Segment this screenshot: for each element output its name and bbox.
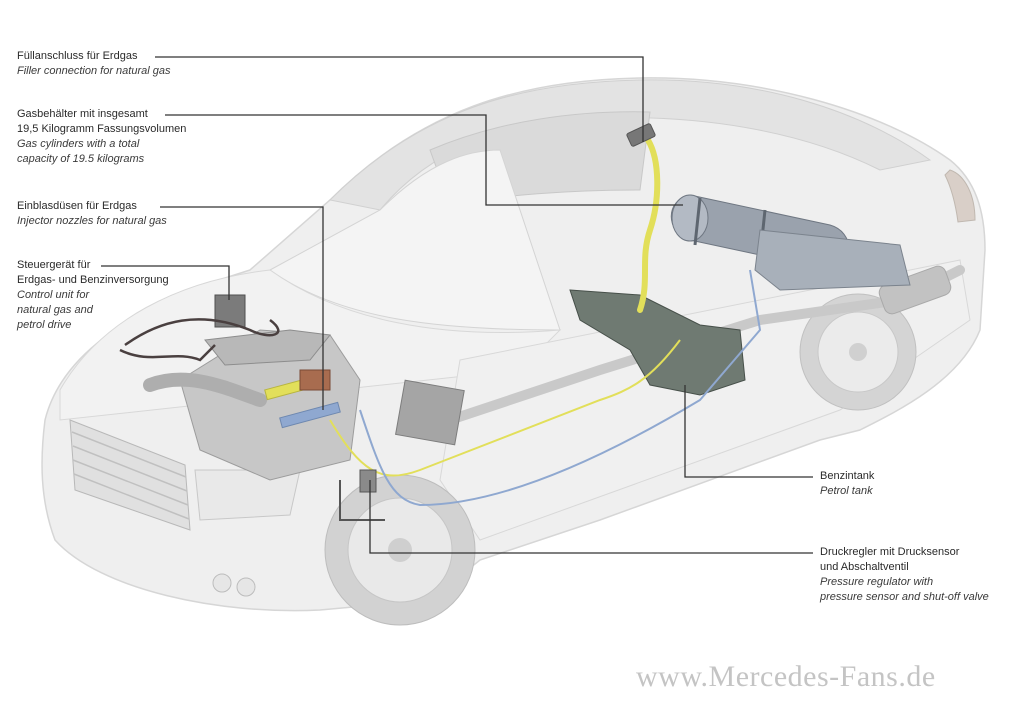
injector-rail-petrol: [279, 401, 341, 429]
fog-light-left: [212, 573, 232, 593]
gas-line: [329, 339, 681, 477]
label-control-de-1: Steuergerät für: [17, 259, 91, 271]
label-control-en-2: natural gas and: [17, 304, 93, 316]
petrol-line: [359, 269, 762, 507]
label-filler-de: Füllanschluss für Erdgas: [17, 50, 138, 62]
leader-filler: [155, 56, 644, 142]
air-box: [395, 379, 465, 446]
label-control-en-1: Control unit for: [17, 289, 90, 301]
label-petrol-tank: Benzintank Petrol tank: [820, 469, 874, 499]
fog-light-right: [236, 577, 256, 597]
rear-wheel: [799, 293, 917, 411]
label-pressure-regulator: Druckregler mit Drucksensor und Abschalt…: [820, 545, 989, 605]
leader-lines: [101, 56, 813, 554]
leader-pressure-regulator: [369, 480, 813, 554]
gas-cylinder: [670, 194, 911, 291]
windshield: [269, 149, 561, 331]
label-filler-en: Filler connection for natural gas: [17, 65, 171, 77]
muffler: [878, 265, 952, 315]
label-regulator-de-2: und Abschaltventil: [820, 561, 909, 573]
headlight: [194, 469, 301, 521]
label-petrol-de: Benzintank: [820, 470, 875, 482]
front-wheel: [324, 474, 476, 626]
grille: [69, 419, 191, 531]
intake-pipe: [143, 372, 267, 407]
leader-cylinders: [165, 114, 683, 206]
leader-injectors: [160, 206, 324, 410]
label-gas-cylinders: Gasbehälter mit insgesamt 19,5 Kilogramm…: [17, 107, 186, 167]
grille-slats: [71, 431, 190, 520]
label-cylinders-en-1: Gas cylinders with a total: [17, 138, 140, 150]
label-cylinders-en-2: capacity of 19.5 kilograms: [17, 153, 145, 165]
petrol-tank: [569, 289, 746, 396]
gas-cylinder-lower: [754, 229, 911, 291]
label-petrol-en: Petrol tank: [820, 485, 873, 497]
gas-filler-pipe: [637, 137, 661, 313]
label-injector-nozzles: Einblasdüsen für Erdgas Injector nozzles…: [17, 199, 167, 229]
label-control-unit: Steuergerät für Erdgas- und Benzinversor…: [17, 258, 169, 333]
label-cylinders-de-2: 19,5 Kilogramm Fassungsvolumen: [17, 123, 187, 135]
engine: [143, 329, 465, 481]
label-control-de-2: Erdgas- und Benzinversorgung: [17, 274, 169, 286]
leader-petrol-tank: [684, 385, 813, 478]
label-regulator-de-1: Druckregler mit Drucksensor: [820, 546, 960, 558]
watermark: www.Mercedes-Fans.de: [636, 660, 936, 693]
label-cylinders-de-1: Gasbehälter mit insgesamt: [17, 108, 148, 120]
injector-block: [299, 369, 331, 391]
control-unit-cable: [124, 318, 280, 347]
label-regulator-en-1: Pressure regulator with: [820, 576, 934, 588]
label-injectors-de: Einblasdüsen für Erdgas: [17, 200, 137, 212]
control-unit: [119, 294, 280, 362]
label-injectors-en: Injector nozzles for natural gas: [17, 215, 167, 227]
filler-flap: [626, 123, 656, 147]
leader-control-unit: [101, 265, 230, 300]
rear-light: [944, 169, 976, 223]
label-control-en-3: petrol drive: [17, 319, 72, 331]
label-filler-connection: Füllanschluss für Erdgas Filler connecti…: [17, 49, 170, 79]
label-regulator-en-2: pressure sensor and shut-off valve: [820, 591, 989, 603]
